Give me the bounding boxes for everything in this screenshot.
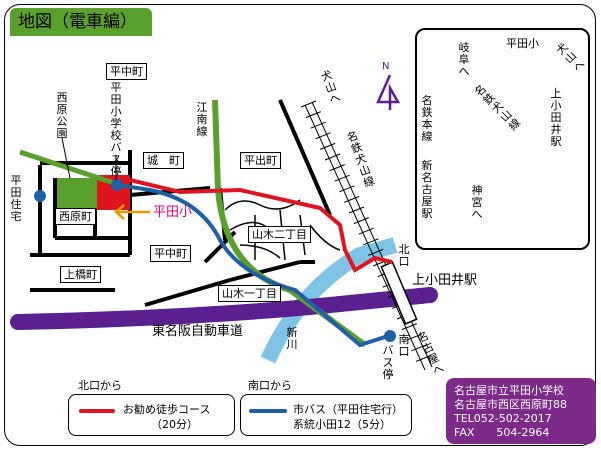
bus-stop-hirata-jutaku <box>34 190 46 202</box>
shinkawa-river <box>260 237 398 364</box>
page-title: 地図（電車編） <box>10 8 152 36</box>
inset-label-gifu: 岐阜へ <box>458 41 470 78</box>
green-road-west <box>19 149 121 188</box>
school-arrow <box>114 204 150 220</box>
label-hirata-jutaku: 平田住宅 <box>10 174 22 223</box>
label-nishihara-park: 西原公園 <box>56 91 68 140</box>
legend-walk: お勧め徒歩コース （20分） <box>68 394 235 436</box>
label-hiranaka-top: 平中町 <box>106 63 147 80</box>
label-nishihara: 西原町 <box>55 208 96 225</box>
nishihara-park-area <box>57 178 97 208</box>
label-compass: N <box>382 61 390 72</box>
label-shiro: 城 町 <box>143 152 184 169</box>
school-name: 名古屋市立平田小学校 <box>454 384 564 397</box>
legend-south-heading: 南口から <box>248 379 292 392</box>
school-fax: FAX 504-2964 <box>454 426 550 439</box>
label-kita-guchi: 北口 <box>398 243 410 268</box>
legend-bus-line <box>249 409 287 413</box>
label-hirata-school: 平田小 <box>153 205 193 220</box>
legend-walk-time: （20分） <box>151 418 198 431</box>
legend-walk-line <box>79 409 115 413</box>
legend-walk-label: お勧め徒歩コース <box>123 403 211 416</box>
tomei-highway <box>10 287 438 330</box>
school-info-box: 名古屋市立平田小学校 名古屋市西区西原町88 TEL052-502-2017 F… <box>446 378 596 444</box>
legend-north-heading: 北口から <box>78 379 122 392</box>
label-hiranaka-mid: 平中町 <box>150 245 191 262</box>
school-tel: TEL052-502-2017 <box>454 412 552 425</box>
inset-label-hirata: 平田小 <box>506 37 539 50</box>
bus-stop-hirata-school <box>111 179 123 191</box>
bus-stop-south-exit <box>384 330 396 342</box>
inset-map-frame <box>415 28 590 250</box>
label-bus-stop-school: 平田小学校バス停 <box>110 81 122 178</box>
label-kamiotai-station: 上小田井駅 <box>412 273 478 288</box>
label-tomei-highway: 東名阪自動車道 <box>152 324 244 339</box>
inset-label-kamiotai: 上小田井駅 <box>550 87 562 148</box>
inset-label-meitetsu-main: 名鉄本線 <box>421 94 433 143</box>
label-yamaki-1: 山木一丁目 <box>218 285 281 302</box>
legend-bus-time: 系統小田12（5分） <box>293 418 391 431</box>
label-konan-line: 江南線 <box>196 101 208 138</box>
inset-label-shin-nagoya: 新名古屋駅 <box>421 159 433 220</box>
label-hiraide: 平出町 <box>240 152 281 169</box>
meitetsu-railway <box>300 100 433 371</box>
compass-arrow <box>376 74 401 110</box>
walk-route <box>129 178 393 273</box>
label-shinkawa: 新川 <box>286 326 298 351</box>
inset-label-jingu: 神宮へ <box>471 184 483 221</box>
kamiotai-station-platform <box>380 261 418 325</box>
legend-bus-label: 市バス（平田住宅行） <box>293 403 403 416</box>
label-minami-guchi: 南口 <box>398 333 410 358</box>
school-address: 名古屋市西区西原町88 <box>454 398 567 411</box>
label-yamaki-2: 山木二丁目 <box>248 226 311 243</box>
label-bus-stop-south: バス停 <box>382 344 394 381</box>
legend-bus: 市バス（平田住宅行） 系統小田12（5分） <box>240 394 412 436</box>
label-kamibashi: 上橋町 <box>60 266 101 283</box>
